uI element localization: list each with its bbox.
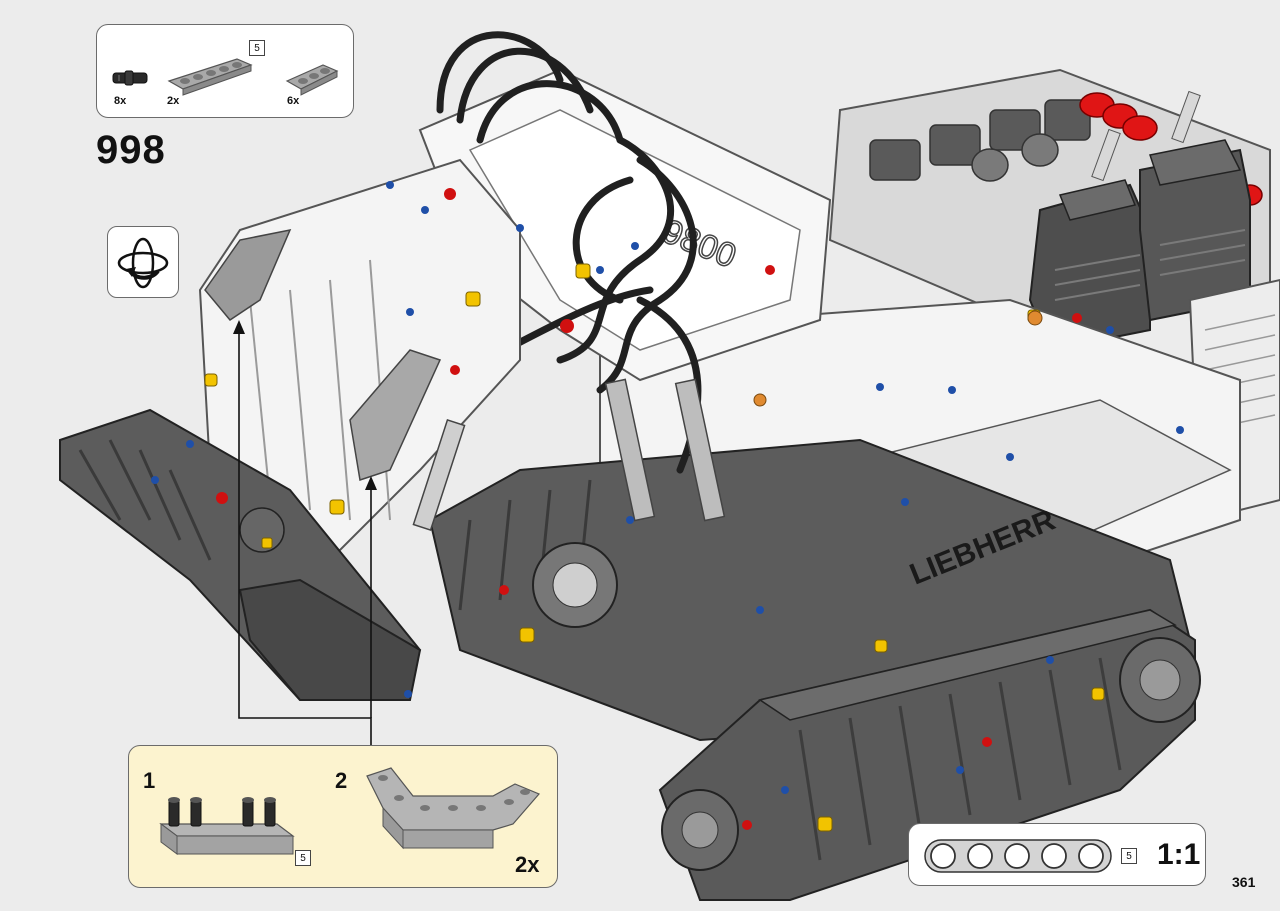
length-tag: 5 — [1121, 848, 1137, 864]
rotate-model-icon — [117, 237, 169, 289]
page-number: 361 — [1232, 874, 1256, 890]
parts-callout: 8x 5 2x 6x — [96, 24, 354, 118]
part-quantity: 6x — [287, 95, 300, 107]
step-number: 998 — [96, 128, 166, 172]
scale-reference: 5 1:1 — [908, 823, 1206, 886]
sub-assembly-callout: 1 5 2 2x — [128, 745, 558, 888]
part-quantity: 8x — [114, 95, 127, 107]
part-quantity: 2x — [167, 95, 180, 107]
beam-5-part — [167, 58, 253, 96]
sub-step-number: 1 — [143, 768, 156, 793]
angled-beam-assembly-part — [366, 767, 540, 850]
sub-step-multiplier: 2x — [515, 852, 540, 877]
rotate-model-callout — [107, 226, 179, 298]
pin-axle-connector-part — [112, 70, 148, 86]
sub-step-number: 2 — [335, 768, 348, 793]
length-tag: 5 — [295, 850, 311, 866]
scale-ratio: 1:1 — [1157, 838, 1201, 871]
beam-5-scale-image — [924, 839, 1112, 873]
beam-with-pins-part — [159, 797, 295, 855]
beam-3-part — [285, 64, 339, 96]
length-tag: 5 — [249, 40, 265, 56]
